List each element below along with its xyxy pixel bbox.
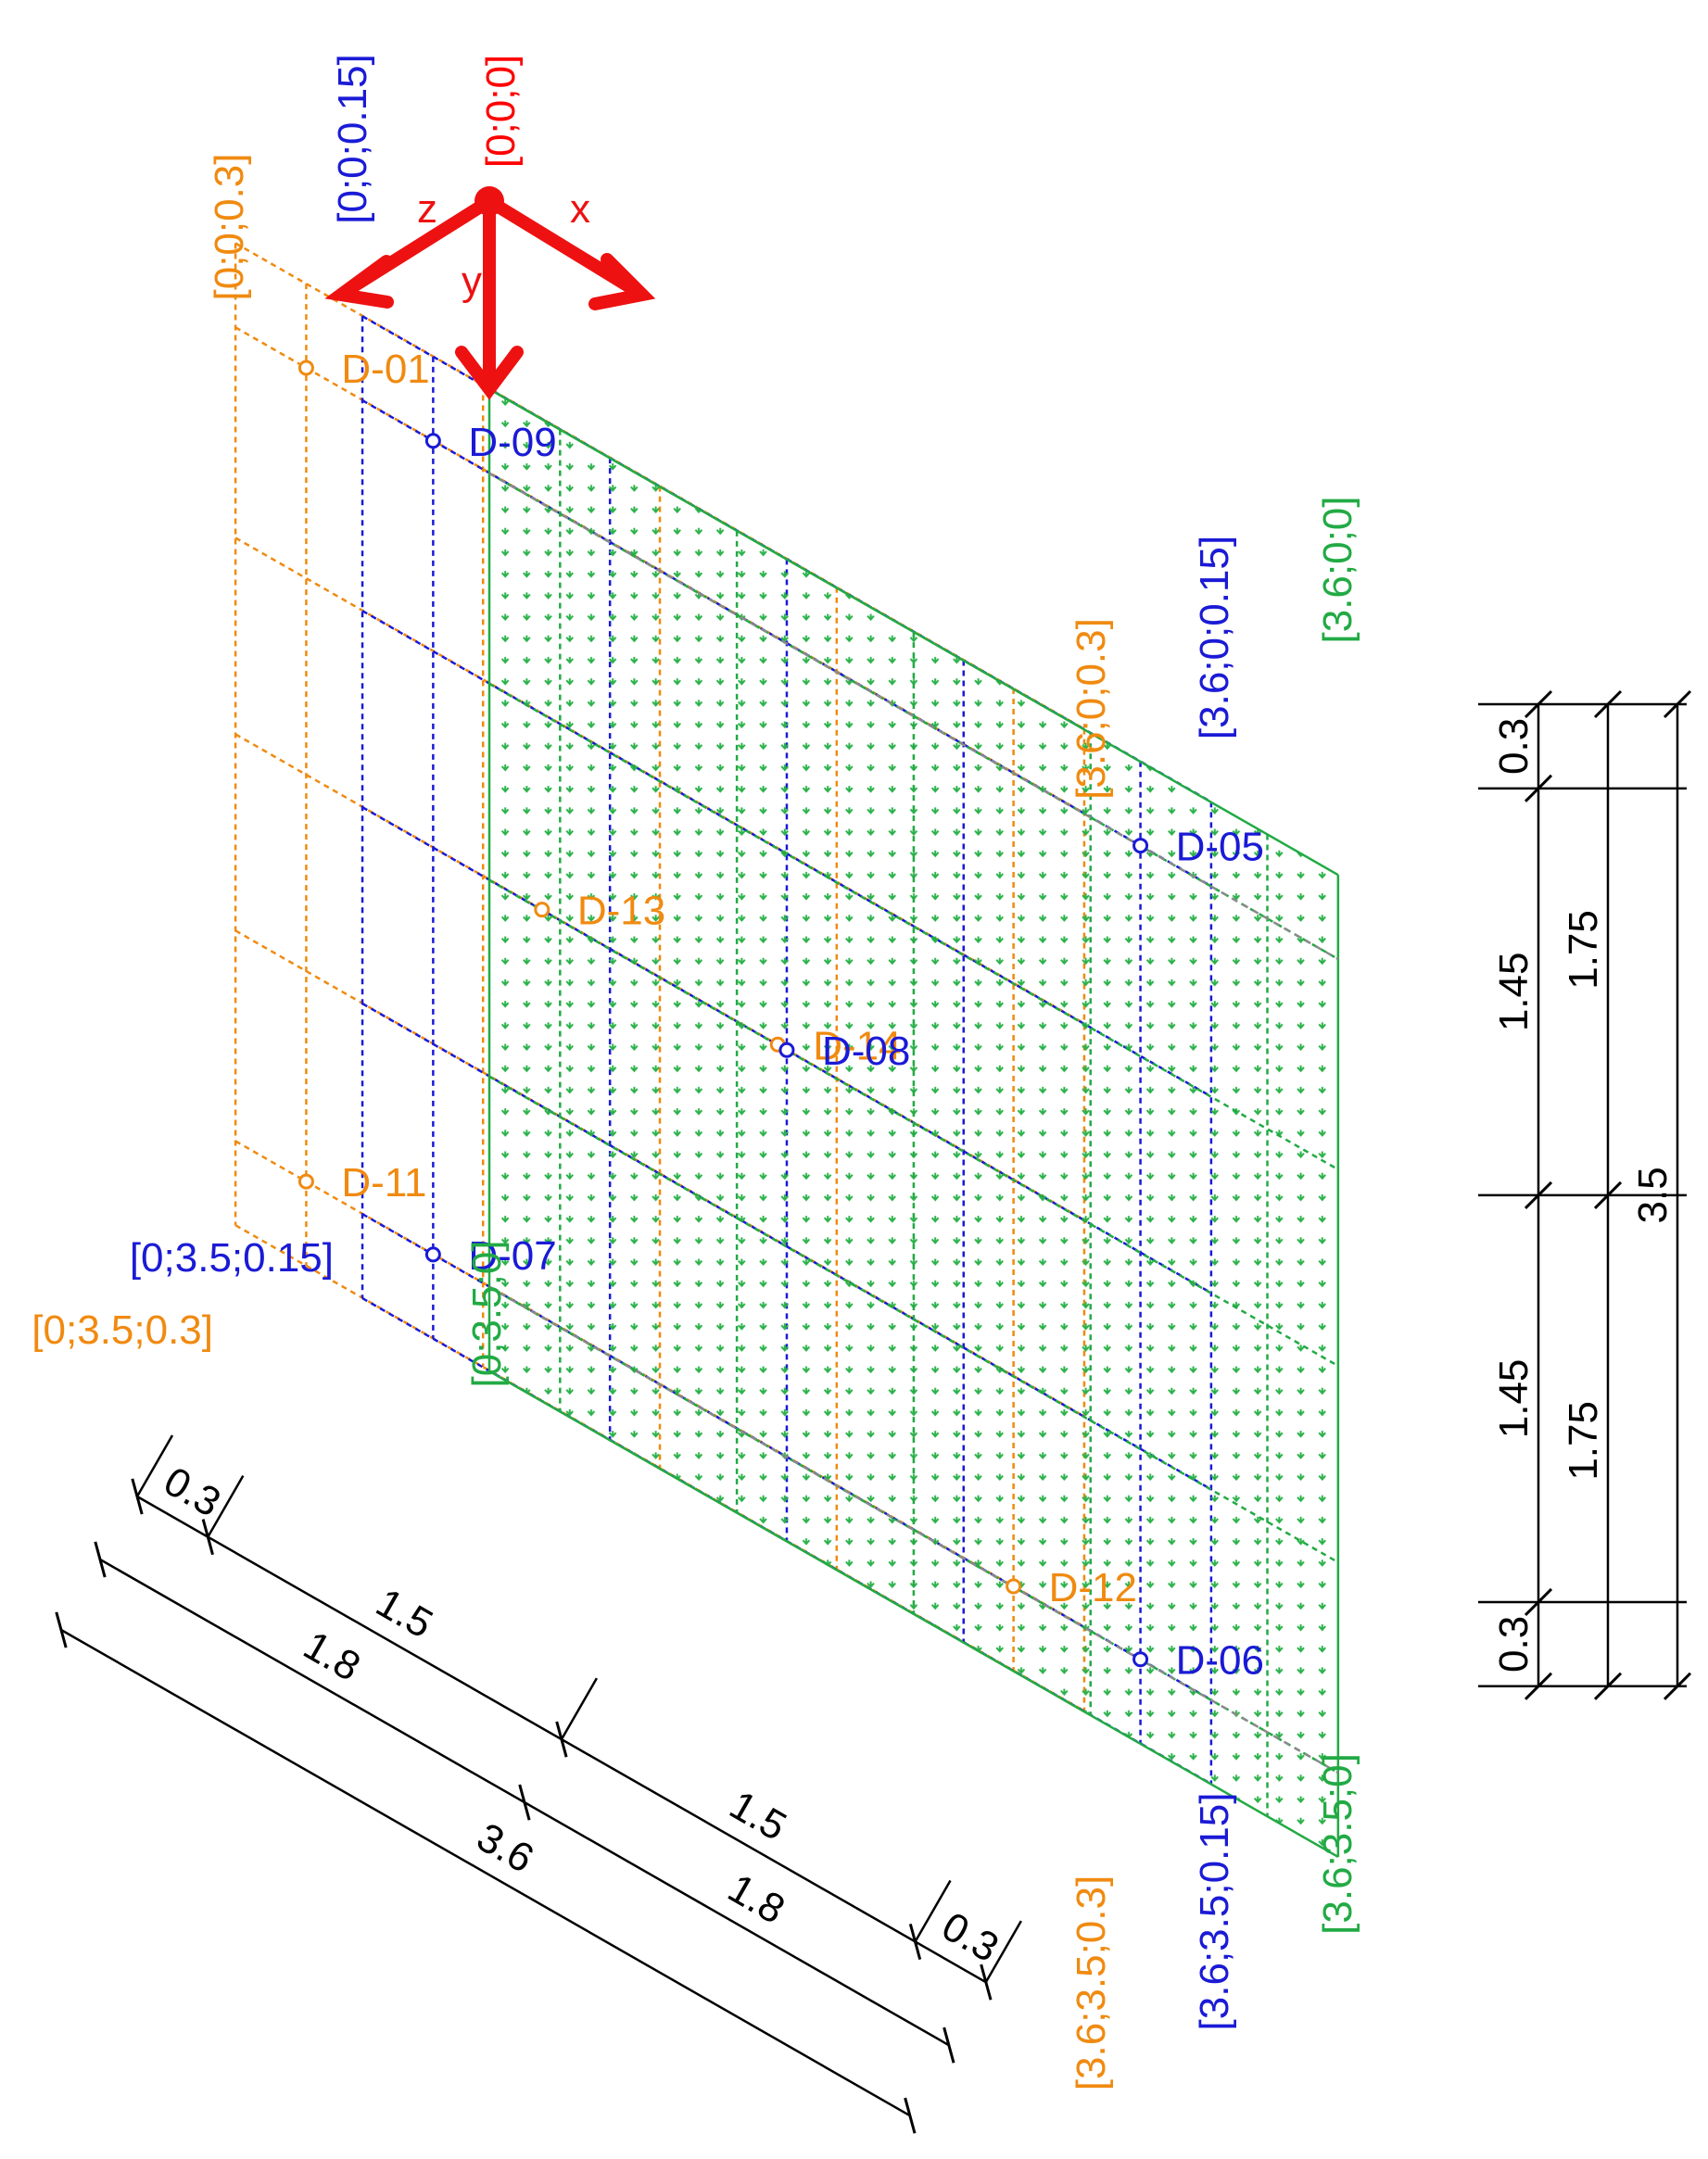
dim-label: 1.45	[1491, 953, 1537, 1032]
dim-label: 1.8	[720, 1865, 791, 1933]
point-label: D-14	[813, 1023, 901, 1068]
dim-label: 3.6	[469, 1814, 540, 1882]
x-axis-label: x	[570, 186, 590, 232]
point-label: D-06	[1176, 1638, 1264, 1684]
green-far-coord-label: [3.6;3.5;0]	[1315, 1753, 1360, 1935]
green-x-end-coord-label: [3.6;0;0]	[1315, 496, 1360, 643]
origin-coord-label: [0;0;0]	[478, 55, 524, 168]
origin-dot	[474, 186, 504, 216]
dim-extension	[984, 1920, 1022, 1983]
dim-tick	[1593, 689, 1623, 719]
point-marker	[1006, 1578, 1022, 1595]
point-marker	[424, 433, 441, 449]
dim-extension	[207, 1475, 245, 1538]
dim-label: 1.5	[369, 1580, 440, 1648]
dim-tick	[55, 1611, 68, 1648]
dim-label: 0.3	[934, 1903, 1006, 1971]
point-marker	[778, 1042, 795, 1058]
gray-diagonal-lines	[488, 472, 1339, 1774]
dim-tick	[943, 2026, 955, 2064]
y-axis-label: y	[462, 259, 482, 304]
dim-label: 3.5	[1630, 1167, 1676, 1223]
green-y-end-coord-label: [0;3.5;0]	[464, 1240, 510, 1387]
dim-label: 0.3	[1491, 1616, 1537, 1673]
dim-label: 0.3	[157, 1458, 228, 1526]
point-label: D-12	[1049, 1565, 1137, 1610]
point-label: D-09	[468, 420, 556, 465]
orange-x-end-coord-label: [3.6;0;0.3]	[1069, 618, 1114, 800]
blue-far-coord-label: [3.6;3.5;0.15]	[1192, 1793, 1237, 2031]
diagonal-line	[488, 1285, 1339, 1774]
point-marker	[1132, 1651, 1149, 1668]
dim-tick	[1593, 1181, 1623, 1209]
dim-extension	[135, 1434, 174, 1497]
dim-tick	[904, 2097, 917, 2134]
y-dimension-chains: 0.3 1.45 1.45 0.3 1.75 1.75 3.5	[1478, 689, 1692, 1700]
dim-tick	[1593, 1672, 1623, 1700]
point-marker	[1132, 838, 1149, 854]
blue-origin-coord-label: [0;0;0.15]	[330, 54, 375, 223]
grid-line-x	[488, 387, 1339, 877]
dim-tick	[1663, 689, 1692, 719]
dim-label: 1.45	[1491, 1359, 1537, 1439]
dim-line	[60, 1628, 911, 2117]
dim-tick	[94, 1541, 107, 1578]
orange-y-end-coord-label: [0;3.5;0.3]	[32, 1307, 213, 1353]
z-axis-label: z	[417, 186, 437, 232]
point-label: D-05	[1176, 825, 1264, 870]
dim-label: 1.5	[722, 1782, 793, 1850]
blue-y-end-coord-label: [0;3.5;0.15]	[130, 1235, 334, 1281]
dim-extension	[560, 1677, 599, 1740]
point-marker	[534, 902, 550, 918]
dim-label: 1.75	[1561, 910, 1606, 990]
point-marker	[424, 1246, 441, 1263]
dim-label: 0.3	[1491, 718, 1537, 775]
point-label: D-07	[468, 1233, 556, 1279]
point-marker	[297, 360, 314, 376]
point-label: D-11	[341, 1160, 426, 1206]
orange-far-coord-label: [3.6;3.5;0.3]	[1069, 1875, 1114, 2090]
point-label: D-01	[341, 347, 429, 392]
dim-extension	[914, 1879, 952, 1943]
point-label: D-08	[822, 1029, 910, 1074]
dim-tick	[980, 1963, 993, 2001]
blue-x-end-coord-label: [3.6;0;0.15]	[1192, 536, 1237, 739]
dim-label: 1.8	[296, 1622, 367, 1690]
dim-tick	[518, 1784, 531, 1821]
diagonal-line	[488, 472, 1339, 961]
orange-origin-coord-label: [0;0;0.3]	[207, 153, 252, 300]
green-layer-grid	[487, 387, 1340, 1859]
point-markers: D-09 D-01D-05D-14D-08 D-13D-07 D-11D-06 D-12	[297, 347, 1264, 1684]
point-label: D-13	[577, 889, 665, 934]
dim-tick	[1663, 1672, 1692, 1700]
point-marker	[297, 1173, 314, 1190]
axis-triad: x y z	[324, 186, 656, 400]
dim-label: 1.75	[1561, 1401, 1606, 1481]
